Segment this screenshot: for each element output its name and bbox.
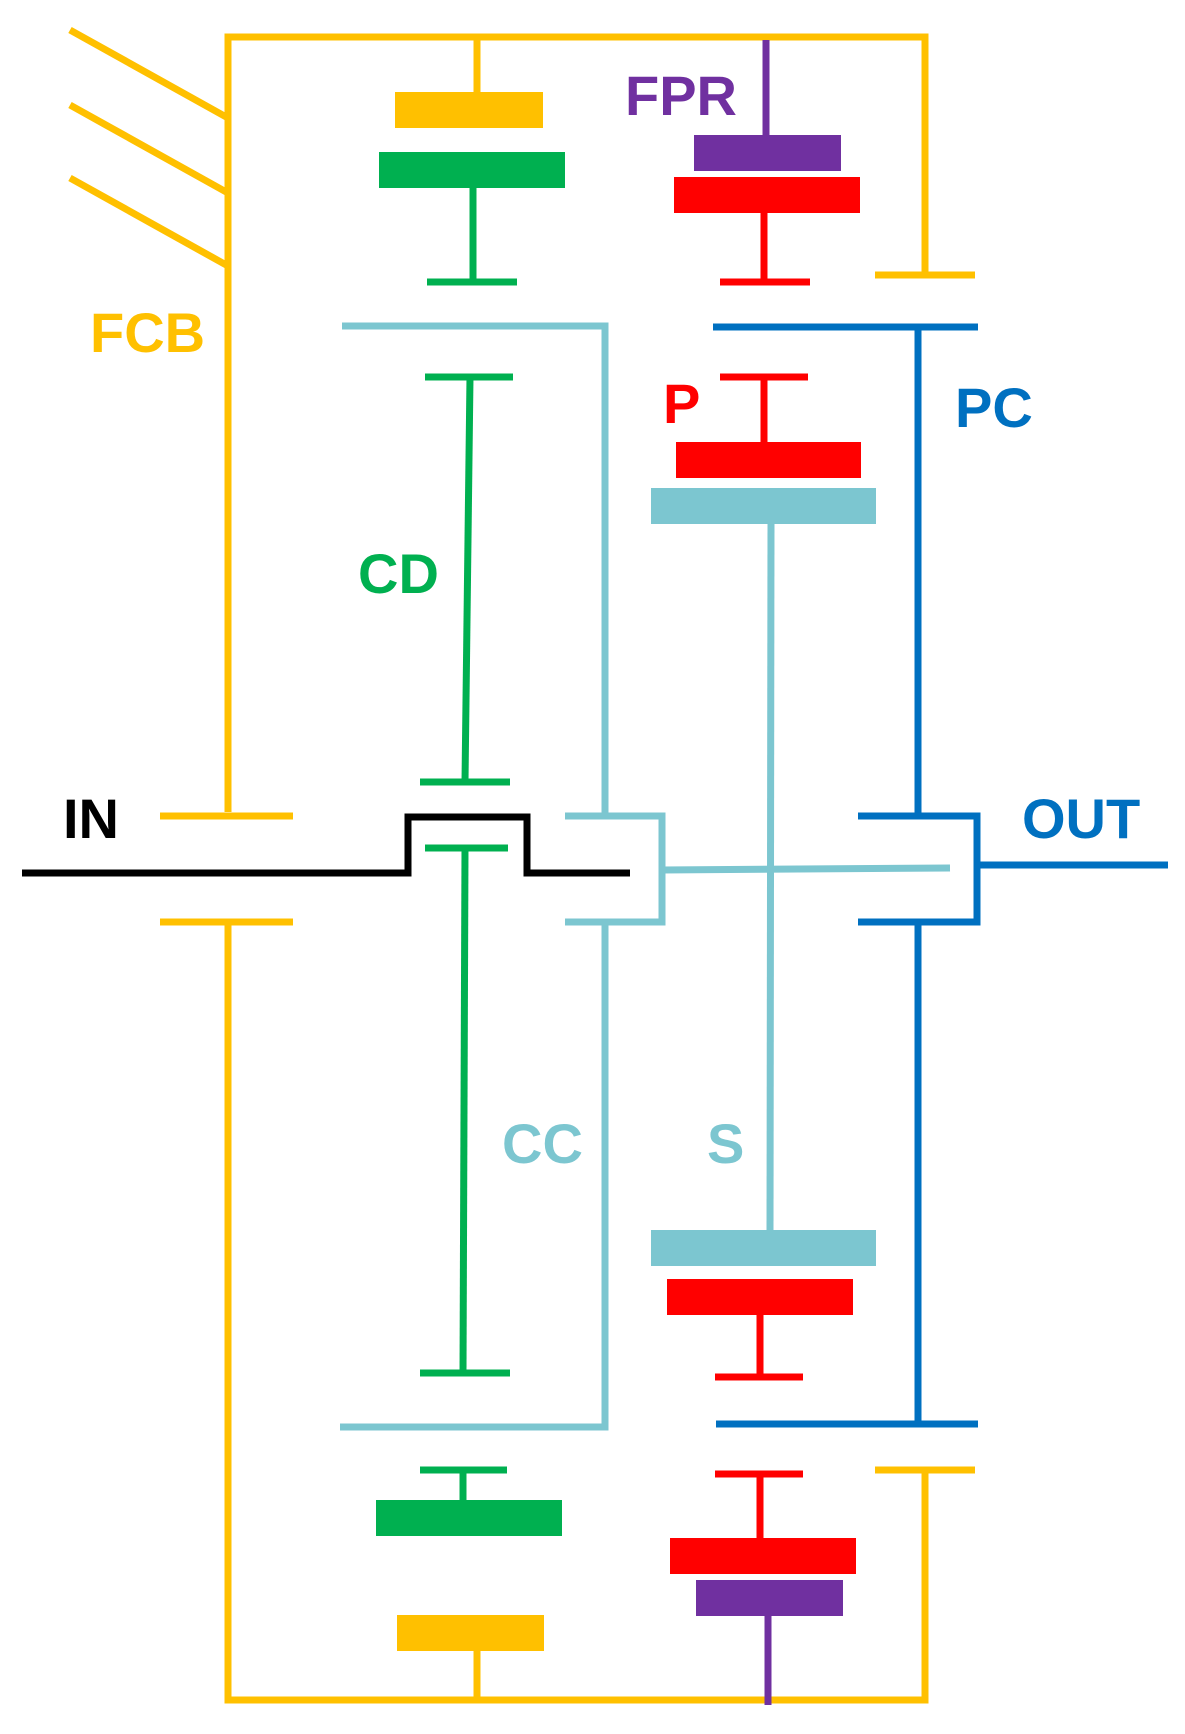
sun-bottom-pad <box>651 1230 876 1266</box>
planet-pad-2 <box>676 442 861 478</box>
planets-p <box>715 212 810 1540</box>
clutch-carrier-cc <box>340 322 951 1431</box>
frame-top-pad <box>395 92 543 128</box>
label-cd: CD <box>358 542 439 605</box>
label-in: IN <box>63 787 119 850</box>
planet-pad-4 <box>670 1538 856 1574</box>
input-shaft <box>22 813 630 877</box>
sun-top-pad <box>651 488 876 524</box>
ground-hatch-1 <box>68 26 230 122</box>
frame-bottom <box>224 922 929 1704</box>
cd-bottom-pad <box>376 1500 562 1536</box>
planet-carrier-pc <box>713 323 1168 1428</box>
cc-shaft <box>661 864 951 874</box>
cd-top-pad <box>379 152 565 188</box>
cc-upper <box>342 322 609 816</box>
planet-pad-3 <box>667 1279 853 1315</box>
fpr-bottom-pad <box>696 1580 843 1616</box>
ground-hatch-3 <box>68 174 230 270</box>
label-fcb: FCB <box>90 301 205 364</box>
label-out: OUT <box>1022 787 1140 850</box>
cd-upper-arm <box>461 376 474 783</box>
frame-top <box>224 33 929 812</box>
label-p: P <box>663 372 700 435</box>
pc-hub <box>858 812 981 926</box>
frame-fcb <box>68 26 975 1704</box>
label-cc: CC <box>502 1112 583 1175</box>
ring-brake-fpr <box>762 40 772 1705</box>
sun-vertical <box>766 521 775 1233</box>
label-s: S <box>707 1112 744 1175</box>
frame-bottom-pad <box>397 1615 544 1651</box>
clutch-drum-cd <box>420 188 517 1503</box>
label-pc: PC <box>955 376 1033 439</box>
cc-hub <box>565 812 666 926</box>
fpr-top-pad <box>694 135 841 171</box>
ground-hatch-2 <box>68 101 230 197</box>
cc-lower <box>340 922 609 1431</box>
planet-pad-1 <box>674 177 860 213</box>
cd-lower-arm <box>459 847 469 1374</box>
label-fpr: FPR <box>625 64 737 127</box>
